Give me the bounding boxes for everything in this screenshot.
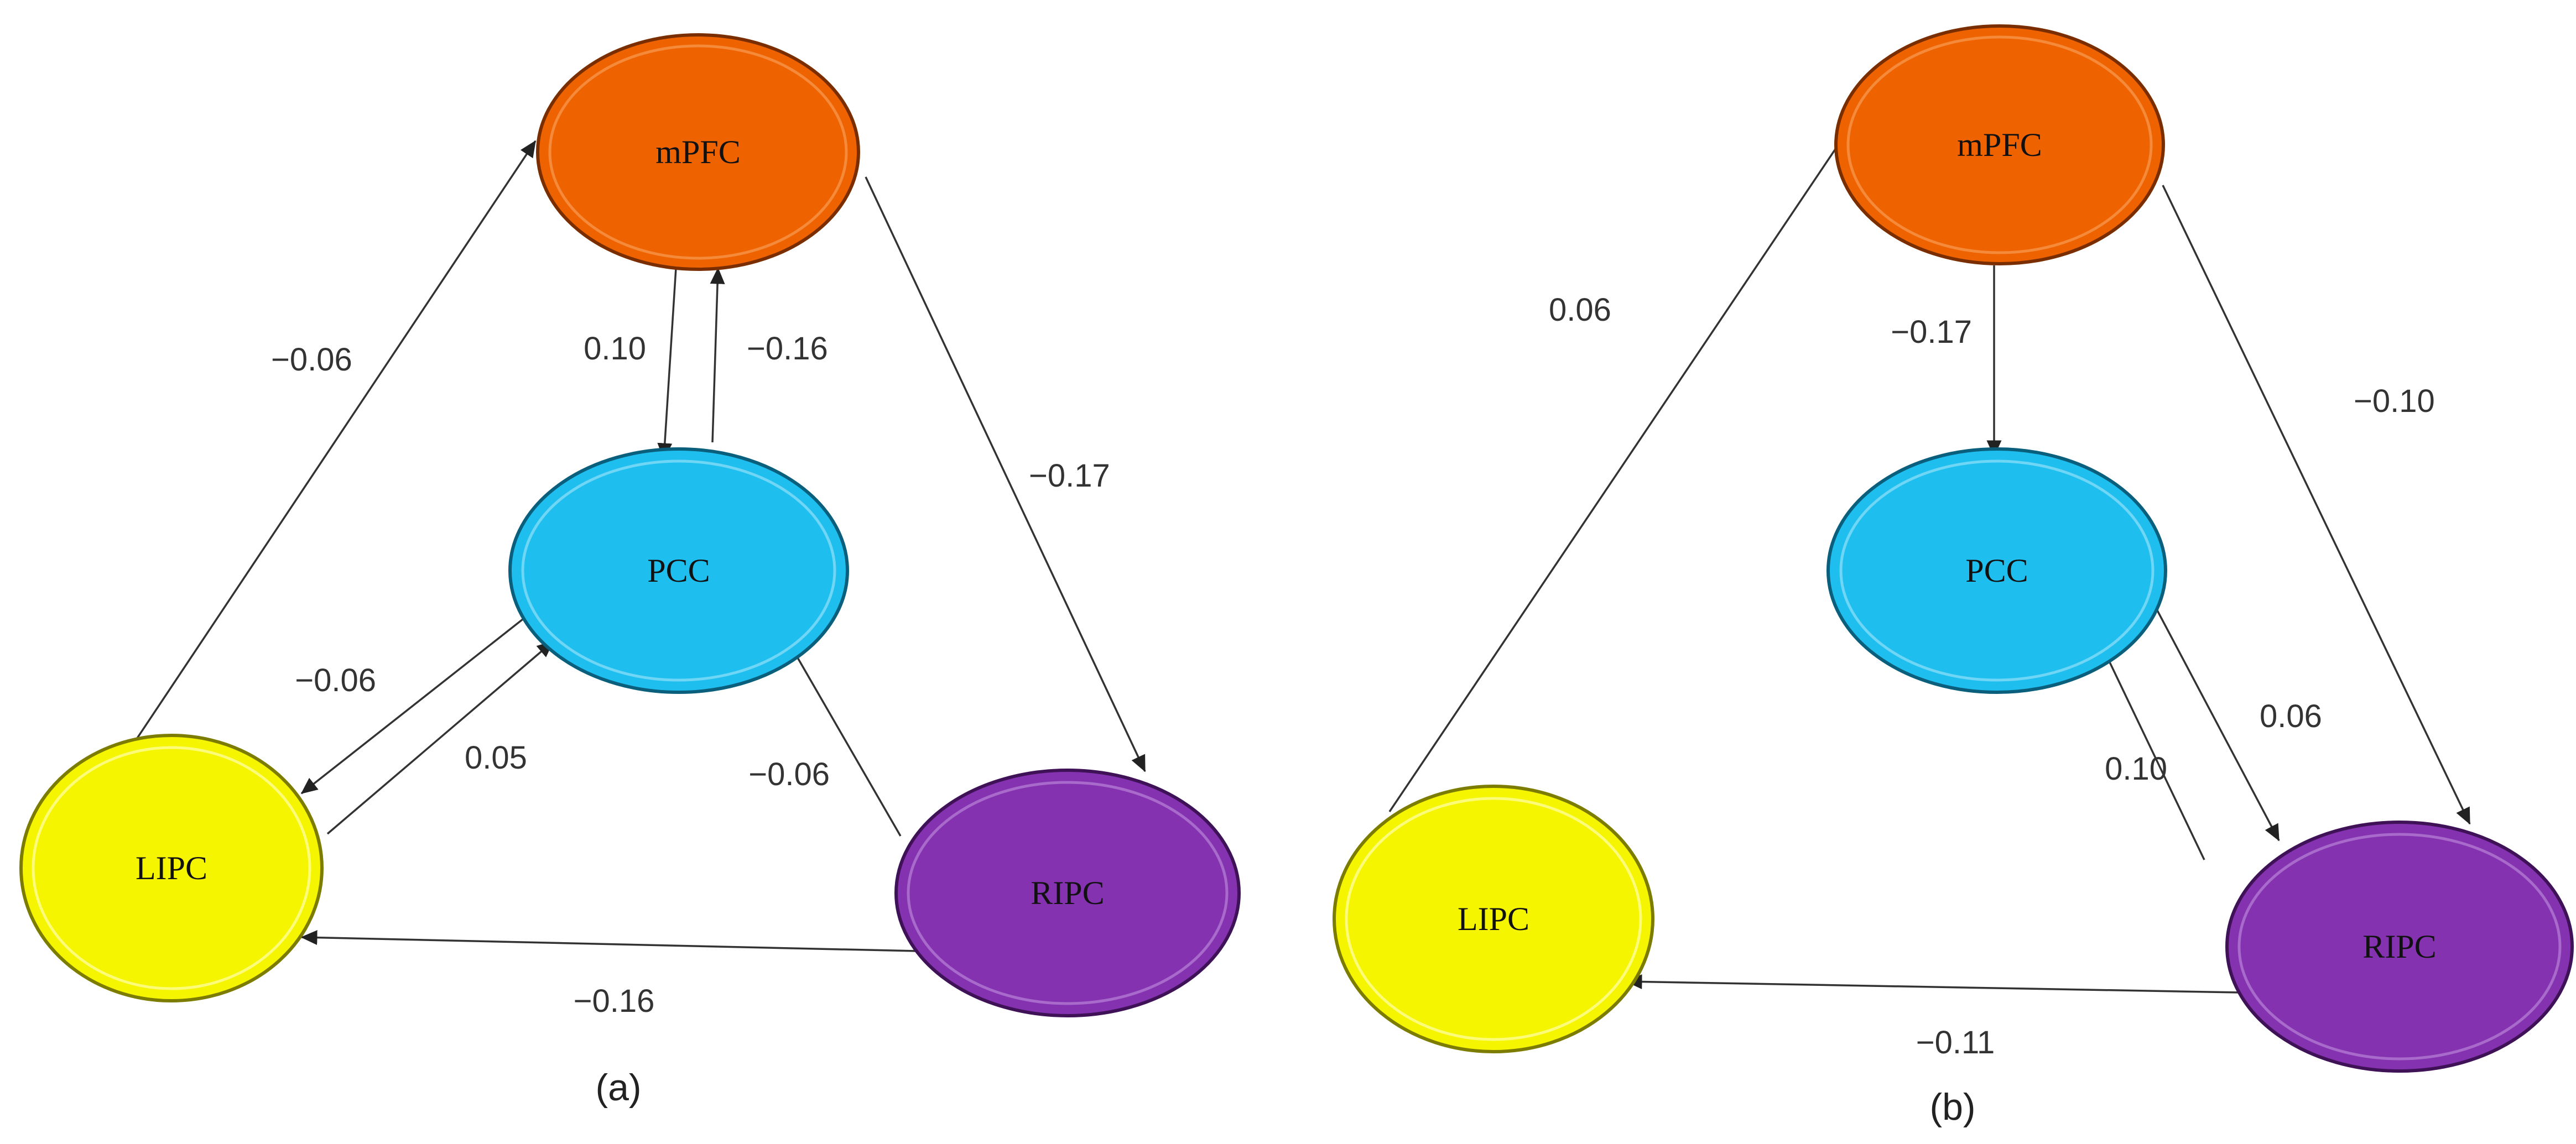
edge-label: −0.11: [1916, 1025, 1995, 1061]
edge-label: −0.16: [747, 331, 828, 367]
edge-label: −0.06: [271, 342, 352, 378]
edge-label: −0.06: [748, 756, 830, 792]
edge-label: 0.10: [2105, 751, 2167, 787]
edge-ripc-to-lipc: −0.11: [1625, 974, 2241, 1061]
edge-mpfc-to-pcc: −0.17: [1891, 265, 2002, 457]
edge-label: −0.17: [1891, 314, 1972, 350]
edge-mpfc-to-pcc: 0.10: [584, 268, 677, 460]
edge-label: 0.05: [465, 740, 527, 776]
edge-label: −0.16: [574, 983, 655, 1019]
node-pcc: PCC: [508, 447, 849, 694]
panel-b: 0.06 −0.17 −0.10 0.06 0.10 −0.11 mPFC: [1333, 24, 2574, 1128]
node-label: RIPC: [1031, 875, 1104, 911]
edge-ripc-to-pcc: −0.06: [748, 634, 902, 837]
edge-label: −0.17: [1029, 458, 1110, 494]
node-lipc: LIPC: [1333, 785, 1654, 1053]
edge-mpfc-to-ripc: −0.17: [865, 176, 1146, 772]
node-label: mPFC: [655, 134, 740, 170]
edge-pcc-to-lipc: −0.06: [295, 618, 524, 795]
edge-pcc-to-ripc: 0.06: [2151, 599, 2322, 842]
node-mpfc: mPFC: [536, 33, 860, 271]
node-lipc: LIPC: [19, 734, 324, 1002]
panel-caption: (a): [595, 1067, 641, 1109]
node-mpfc-shape: [1834, 24, 2165, 265]
node-ripc-shape: [894, 769, 1241, 1017]
edge-label: −0.10: [2354, 383, 2435, 419]
node-lipc-shape: [19, 734, 324, 1002]
edge-lipc-to-pcc: 0.05: [326, 640, 554, 835]
node-label: PCC: [647, 552, 710, 589]
edge-mpfc-to-ripc: −0.10: [2162, 185, 2471, 825]
edge-label: 0.10: [584, 331, 646, 367]
node-label: RIPC: [2362, 928, 2436, 965]
node-pcc: PCC: [1826, 447, 2167, 694]
edge-lipc-to-mpfc: 0.06: [1388, 101, 1868, 812]
node-lipc-shape: [1333, 785, 1654, 1053]
node-mpfc: mPFC: [1834, 24, 2165, 265]
edge-ripc-to-pcc: 0.10: [2098, 639, 2205, 860]
edge-pcc-to-mpfc: −0.16: [710, 267, 828, 443]
node-label: mPFC: [1957, 127, 2042, 163]
node-pcc-shape: [508, 447, 849, 694]
node-label: LIPC: [136, 850, 207, 886]
node-label: LIPC: [1458, 901, 1529, 937]
panel-caption: (b): [1929, 1086, 1975, 1128]
node-ripc: RIPC: [2225, 821, 2574, 1073]
edge-label: 0.06: [2260, 698, 2322, 734]
edge-label: 0.06: [1549, 292, 1611, 328]
node-label: PCC: [1965, 552, 2028, 589]
node-mpfc-shape: [536, 33, 860, 271]
panel-a: −0.06 0.10 −0.16 −0.17 −0.06 0.05 −0.06: [19, 33, 1241, 1109]
node-ripc-shape: [2225, 821, 2574, 1073]
edge-lipc-to-mpfc: −0.06: [136, 140, 537, 739]
node-pcc-shape: [1826, 447, 2167, 694]
edge-label: −0.06: [295, 662, 376, 698]
node-ripc: RIPC: [894, 769, 1241, 1017]
edge-ripc-to-lipc: −0.16: [300, 930, 916, 1019]
